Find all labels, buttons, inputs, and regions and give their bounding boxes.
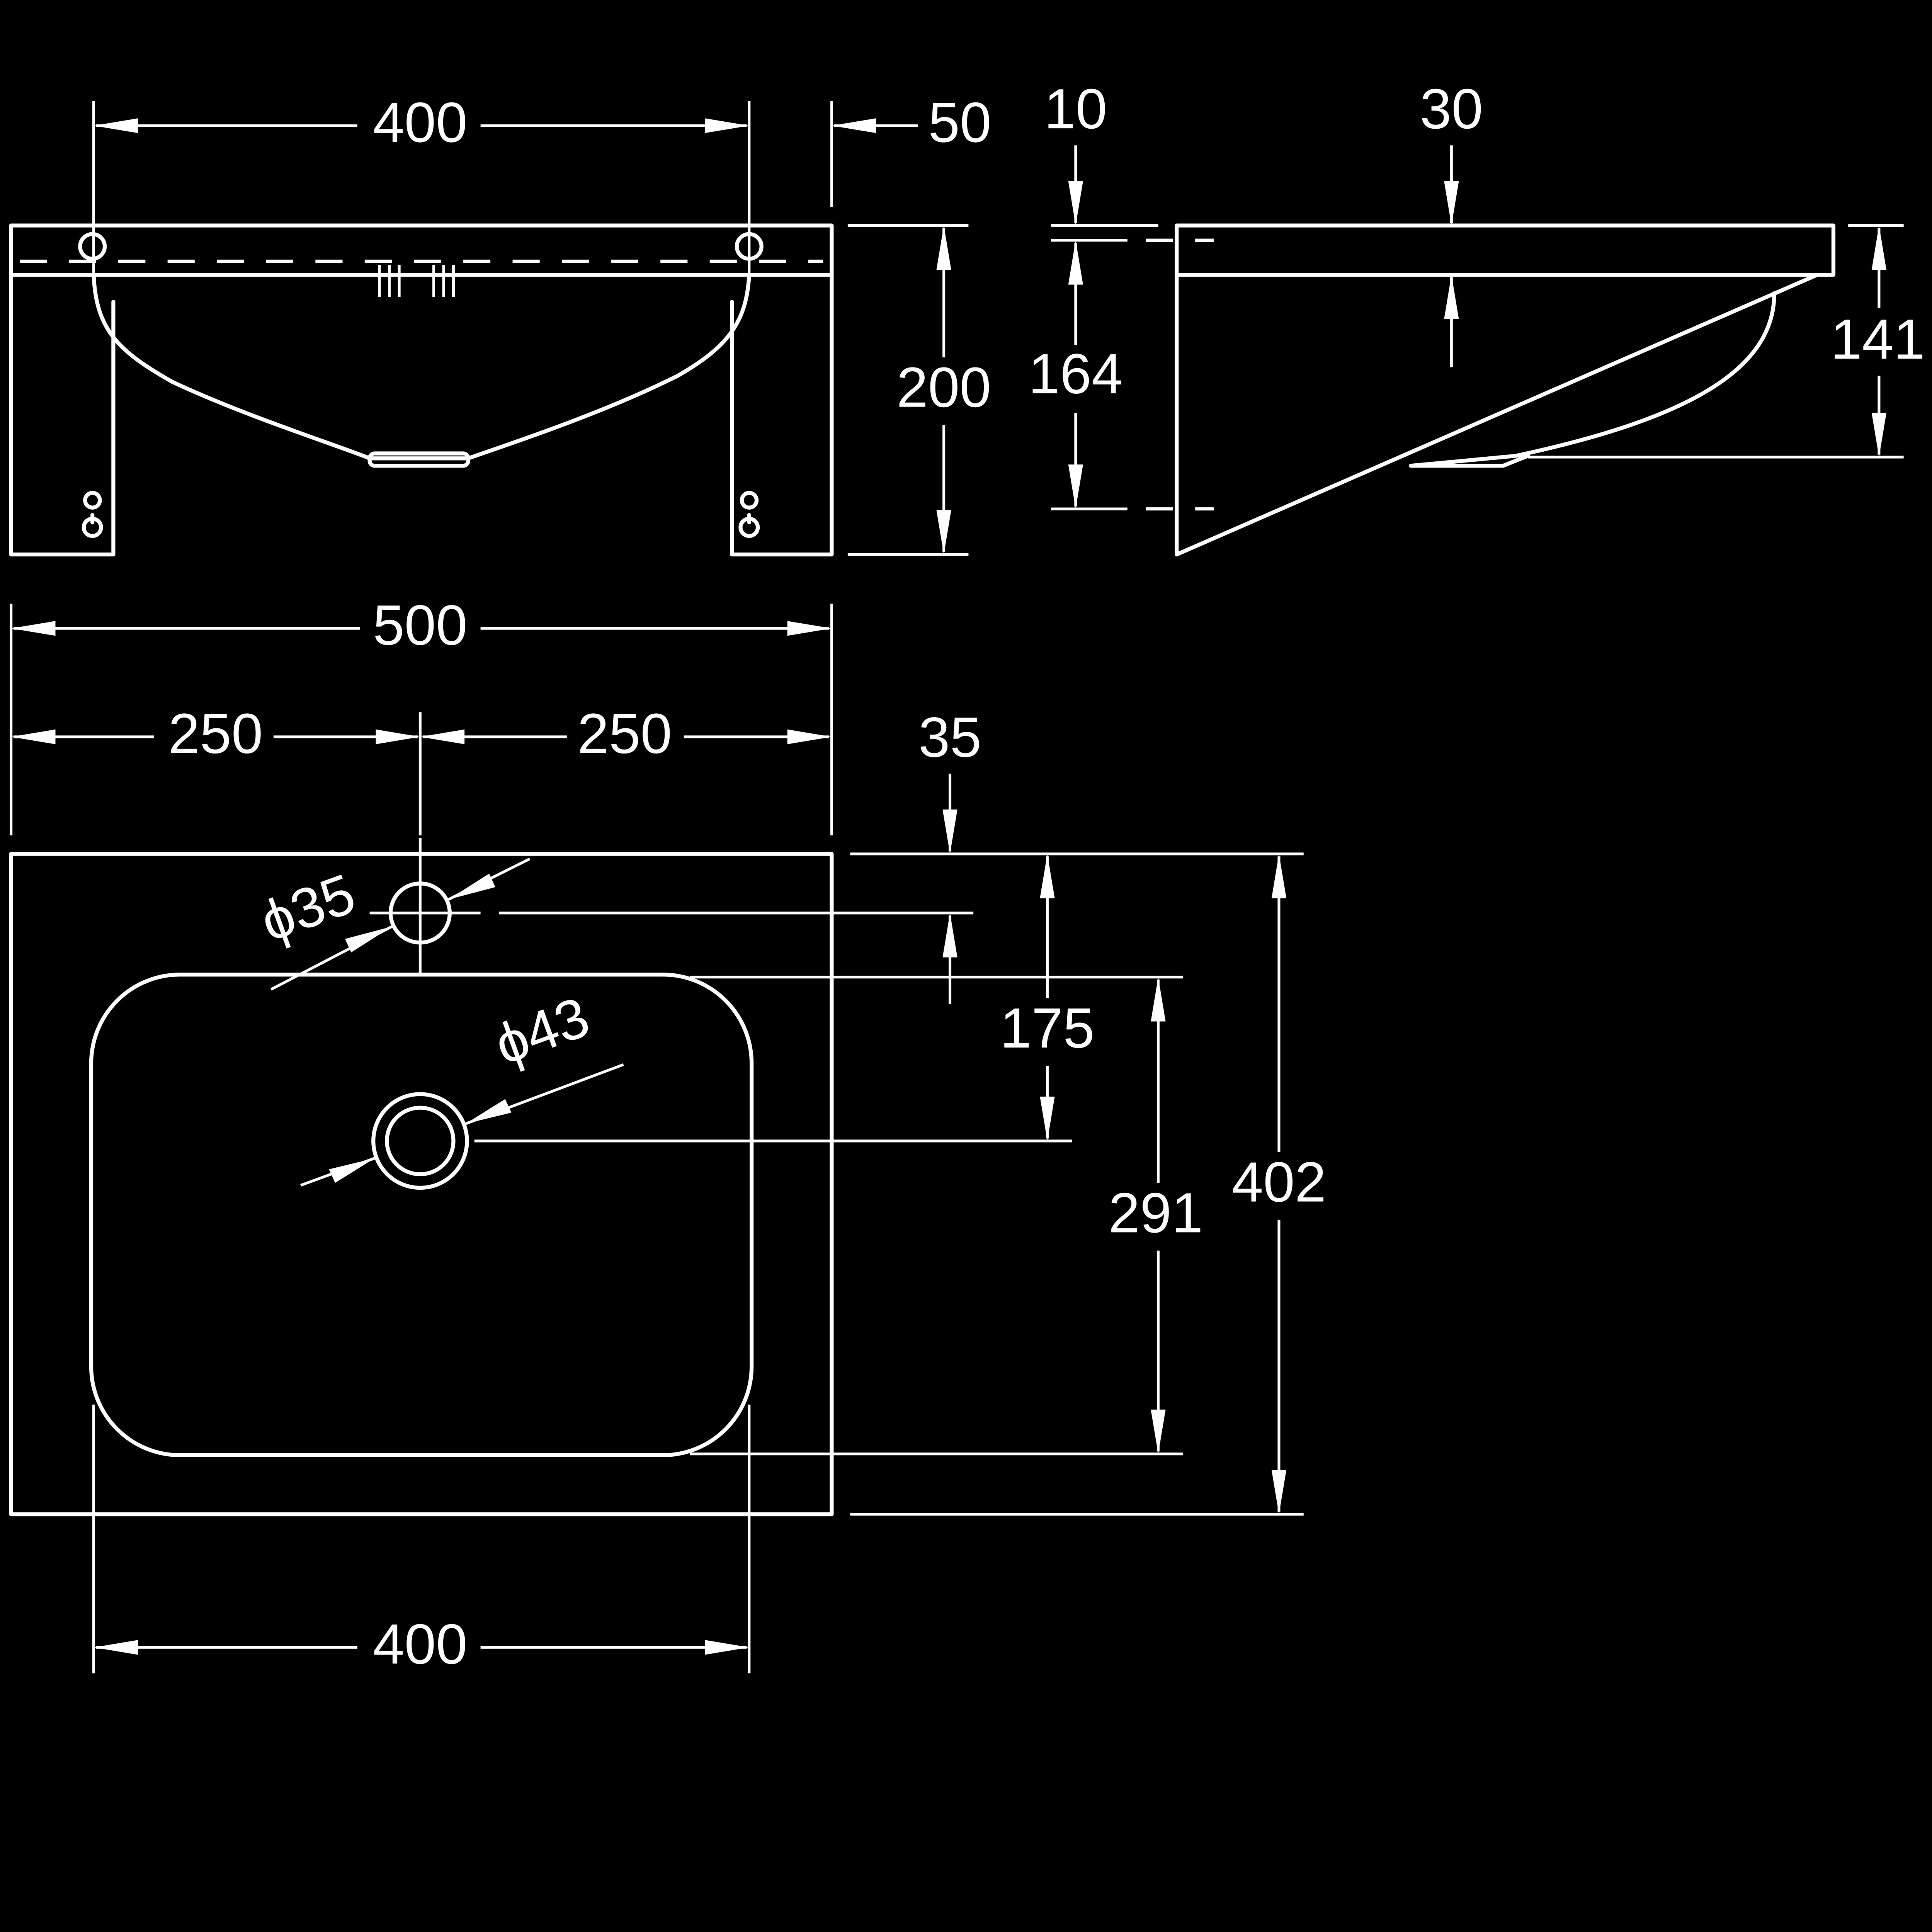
dim-label-tap-offset: 35 [918,706,981,769]
dim-front-depth: 50 [830,91,992,207]
waste-outer-icon [371,1092,469,1190]
dim-waste: ϕ43 [300,985,624,1187]
dim-front-width: 400 [92,91,751,275]
plan-bowl [89,973,754,1458]
plan-view [9,838,834,1517]
dim-label-side-depth: 164 [1028,342,1123,406]
dim-bowl-length: 291 [690,976,1203,1456]
waste-inner-icon [385,1105,456,1177]
dim-label-side-rim: 30 [1420,77,1483,141]
dim-tap-offset: 35 [499,706,1304,1004]
front-bowl-outline [92,272,751,461]
dim-label-front-width: 400 [373,91,468,154]
dim-overall-width: 500 250 250 [10,594,833,835]
dim-label-half-right: 250 [577,702,672,765]
side-view [1146,223,1835,557]
dim-label-bowl-width: 400 [373,1612,468,1676]
dim-label-side-bowl: 141 [1830,308,1925,371]
left-bracket [9,272,116,557]
dim-front-height: 200 [847,224,991,556]
front-rim [9,223,834,277]
dim-label-half-left: 250 [168,702,263,765]
dim-bowl-width: 400 [92,1405,751,1676]
side-rim [1175,223,1835,277]
dim-waste-offset: 175 [474,854,1095,1143]
dim-label-side-top: 10 [1044,77,1107,141]
side-bowl-outline [1409,291,1776,468]
dim-label-front-height: 200 [896,356,991,419]
front-view [9,223,834,557]
dim-overall-length: 402 [850,854,1327,1516]
dim-label-overall-length: 402 [1232,1151,1327,1214]
right-bracket [730,272,834,557]
front-waste-outlet [367,451,470,468]
overflow-slots-icon [378,265,455,297]
dim-label-bowl-length: 291 [1109,1181,1203,1245]
dim-label-waste-offset: 175 [1000,997,1095,1060]
dim-label-front-depth: 50 [928,91,991,154]
right-keyhole-icon [738,491,760,538]
left-keyhole-icon [82,491,103,538]
dim-label-waste: ϕ43 [486,985,597,1077]
side-bracket [1175,272,1820,557]
dim-side-rim: 30 [1420,77,1483,367]
dim-side-bowl: 141 [1528,224,1925,459]
dim-side-top-and-depth: 10 164 [1028,77,1158,510]
dim-label-overall-width: 500 [373,594,468,657]
